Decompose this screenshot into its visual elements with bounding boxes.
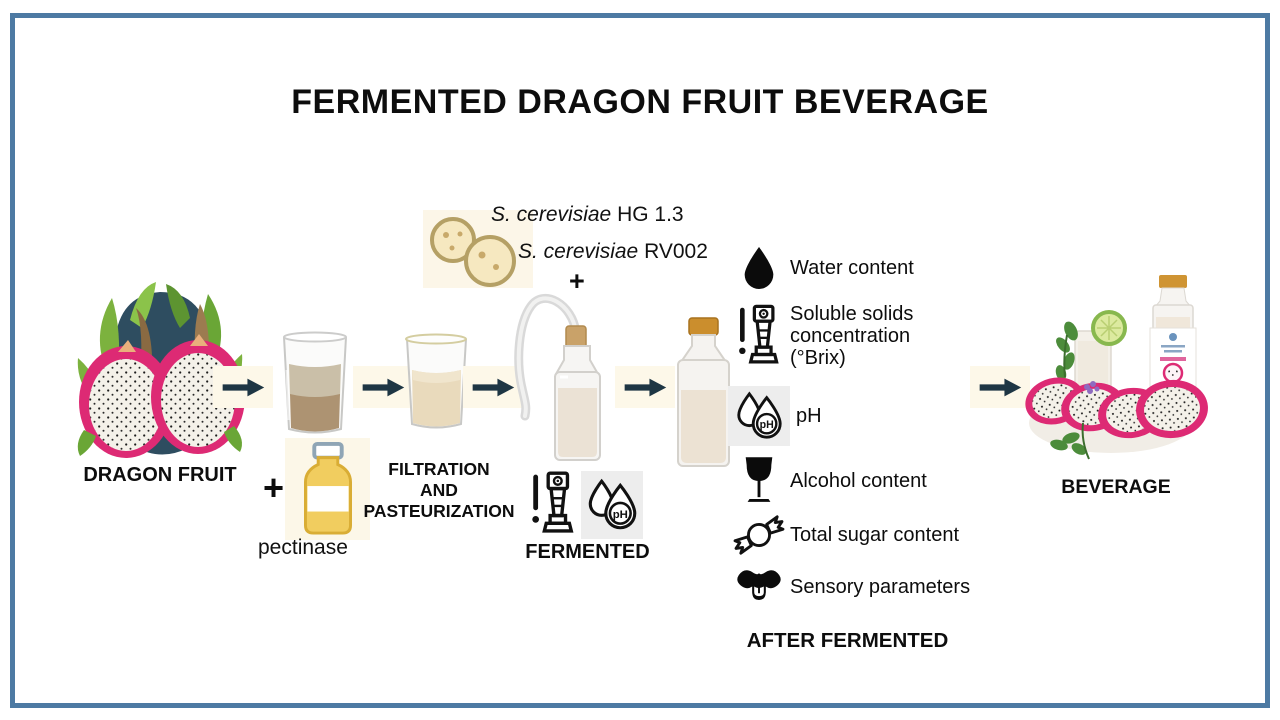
parameter-row-alcohol: Alcohol content [728,453,927,508]
yeast-strain-1-species: S. cerevisiae [491,203,612,226]
finished-bottle-photo [677,317,730,467]
pectinase-label: pectinase [258,536,348,559]
yeast-strain-2: S. cerevisiae RV002 [518,240,708,264]
pectinase-bottle-icon [303,441,352,535]
parameter-row-soluble-solids: Soluble solids concentration (°Brix) [728,300,913,372]
yeast-cells-icon [430,217,516,287]
yeast-strain-1-code: HG 1.3 [617,203,684,226]
ph-drops-icon: pH [581,471,643,539]
flow-arrow-4 [615,366,675,408]
flow-arrow-3 [463,366,523,408]
wine-glass-icon [728,455,790,507]
figure-frame: FERMENTED DRAGON FRUIT BEVERAGE DRAGON F… [10,13,1270,708]
yeast-strain-1: S. cerevisiae HG 1.3 [491,203,684,227]
plus-sign-yeast: + [569,266,585,296]
parameter-label: Water content [790,257,914,279]
analysis-parameters-list: Water content Soluble solids concentrati… [728,240,996,618]
arrow-icon [472,378,515,396]
parameter-label: Soluble solids concentration (°Brix) [790,303,914,369]
filtration-label: FILTRATION AND PASTEURIZATION [363,459,515,521]
ph-icon-text: pH [613,509,628,521]
beverage-photo [1025,275,1208,460]
flow-arrow-1 [213,366,273,408]
flow-arrow-5 [970,366,1030,408]
yeast-cells-panel [423,210,533,288]
ph-drops-icon: pH [728,386,790,446]
flow-arrow-2 [353,366,413,408]
pectinase-backdrop [285,438,370,540]
plus-sign-pectinase: + [263,467,285,508]
flower-accent [1084,381,1100,394]
juice-beaker-photo [283,331,347,434]
parameter-label: Total sugar content [790,523,959,546]
dragon-fruit-label: DRAGON FRUIT [83,464,237,486]
arrow-icon [979,378,1022,396]
arrow-icon [624,378,667,396]
parameter-label: Sensory parameters [790,575,971,598]
fermentation-bottle-photo [514,293,601,461]
tongue-icon [728,565,790,608]
fermented-label: FERMENTED [525,541,650,563]
ph-icon-text: pH [760,419,774,431]
after-fermented-label: AFTER FERMENTED [746,629,949,652]
parameter-label: Alcohol content [790,469,927,492]
refractometer-icon [728,302,790,370]
yeast-strain-2-code: RV002 [644,240,708,263]
water-drop-icon [728,245,790,291]
parameter-row-water: Water content [728,245,914,291]
yeast-strain-2-species: S. cerevisiae [518,240,639,263]
parameter-row-sugar: Total sugar content [728,511,959,558]
beverage-label: BEVERAGE [1061,476,1171,498]
arrow-icon [362,378,405,396]
arrow-icon [222,378,265,396]
parameter-row-ph: pH pH [728,386,822,446]
page-title: FERMENTED DRAGON FRUIT BEVERAGE [291,83,989,121]
refractometer-icon [527,468,579,545]
candy-icon [728,512,790,558]
parameter-label: pH [796,405,822,427]
parameter-row-sensory: Sensory parameters [728,563,970,610]
filtered-beaker-photo [405,333,467,429]
